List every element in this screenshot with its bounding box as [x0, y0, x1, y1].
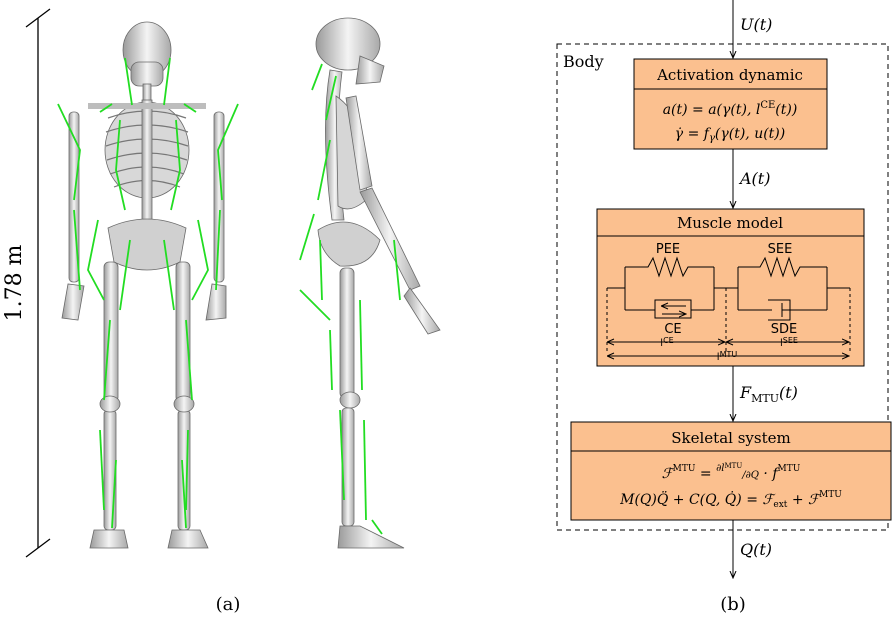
muscle-block: Muscle model	[597, 209, 864, 366]
skeleton-side	[316, 18, 440, 548]
sde-label: SDE	[771, 322, 797, 337]
skeletal-title: Skeletal system	[671, 429, 790, 447]
skeleton-front	[62, 22, 226, 548]
activation-eq1: a(t) = a(γ(t), lCE(t))	[663, 100, 798, 118]
ce-label: CE	[664, 322, 681, 337]
skeletal-block: Skeletal system ℱMTU = ∂lMTU/∂Q · fMTU M…	[571, 422, 891, 520]
activation-block: Activation dynamic a(t) = a(γ(t), lCE(t)…	[634, 59, 827, 149]
activation-eq2: γ̇ = fγ(γ(t), u(t))	[675, 126, 785, 144]
caption-b: (b)	[720, 594, 746, 615]
caption-a: (a)	[216, 594, 241, 615]
signal-output: Q(t)	[740, 540, 772, 559]
height-dimension	[26, 9, 50, 557]
muscle-title: Muscle model	[677, 214, 783, 232]
activation-title: Activation dynamic	[656, 66, 803, 84]
signal-input: U(t)	[740, 15, 772, 34]
height-label: 1.78 m	[2, 244, 27, 321]
panel-a: 1.78 m	[2, 9, 440, 615]
panel-b: Body U(t) A(t) FMTU(t) Q(t) Activation d…	[557, 0, 891, 615]
see-label: SEE	[768, 242, 793, 257]
body-label: Body	[563, 52, 604, 71]
signal-activation: A(t)	[738, 169, 770, 188]
skeletal-eq2: M(Q)Q̈ + C(Q, Q̇) = ℱext + ℱMTU	[619, 490, 842, 510]
pee-label: PEE	[656, 242, 680, 257]
signal-force: FMTU(t)	[739, 383, 798, 405]
